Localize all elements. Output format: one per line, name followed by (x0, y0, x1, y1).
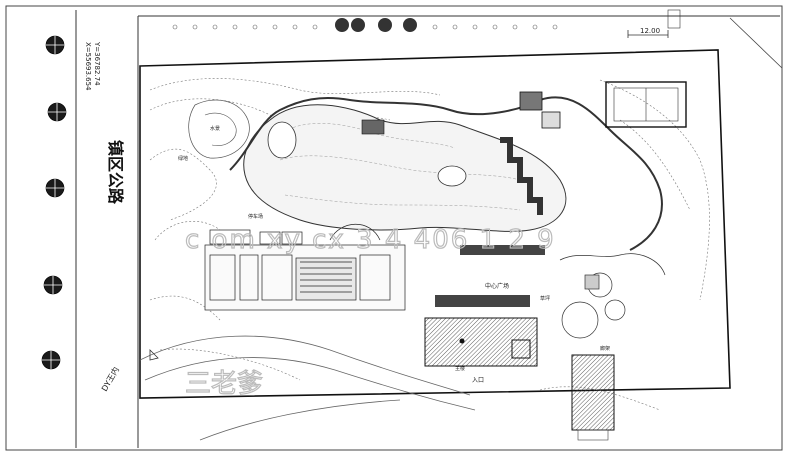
top-trees (335, 18, 417, 32)
tree-icon (41, 350, 61, 370)
coordinate-y: Y=36782.74 (93, 41, 101, 86)
pavilion (519, 91, 543, 111)
pavilion (361, 119, 385, 135)
pavilion (541, 111, 561, 129)
tree-icon (403, 18, 417, 32)
tree-icon (45, 178, 65, 198)
stepped-path (500, 137, 543, 215)
plaza-seating (435, 245, 545, 307)
bottom-paths (139, 335, 476, 441)
boundary-diagonal (729, 17, 783, 69)
entry-label: 入口 (472, 377, 484, 384)
tree-icon (47, 102, 67, 122)
hill (188, 99, 250, 159)
tree-icon (351, 18, 365, 32)
main-building (204, 224, 406, 311)
contours (149, 78, 710, 411)
map-label: 主楼 (455, 365, 465, 372)
watermark-text: c om xy cx 3 4 406 1 2 9 (185, 225, 556, 255)
road-name: 镇区公路 (106, 140, 125, 205)
island (267, 121, 297, 159)
map-label: 草坪 (540, 295, 550, 302)
map-label: 水景 (210, 125, 220, 132)
map-label: 绿地 (178, 155, 188, 162)
plaza-label: 中心广场 (485, 282, 509, 290)
lake-contour (279, 123, 456, 149)
tree-icon (335, 18, 349, 32)
north-arrow (149, 349, 159, 361)
lake (243, 104, 567, 232)
sheet-frame (5, 5, 783, 451)
right-garden (559, 253, 666, 339)
map-label: 停车场 (248, 213, 263, 220)
top-dots (172, 24, 558, 30)
tree-icon (378, 18, 392, 32)
coordinate-x: X=55693.654 (84, 42, 92, 91)
island (437, 165, 467, 187)
winding-path (229, 96, 663, 251)
lake-contour (284, 194, 521, 211)
sports-court (605, 81, 687, 128)
road (75, 10, 780, 448)
hatched-building (424, 317, 538, 367)
road-trees (41, 35, 67, 370)
map-label: 廊架 (600, 345, 610, 352)
scale-bar: 12.00 (627, 9, 681, 38)
scale-label: 12.00 (640, 27, 660, 35)
hill-contour (204, 112, 237, 146)
gate (577, 429, 609, 441)
hatched-building-2 (571, 354, 615, 431)
watermark-brand: 三老爹 (185, 369, 263, 399)
site-boundary (139, 49, 731, 399)
lake-contour (279, 155, 521, 181)
tree-icon (45, 35, 65, 55)
tree-icon (43, 275, 63, 295)
corner-label: DY王内 (99, 365, 121, 393)
